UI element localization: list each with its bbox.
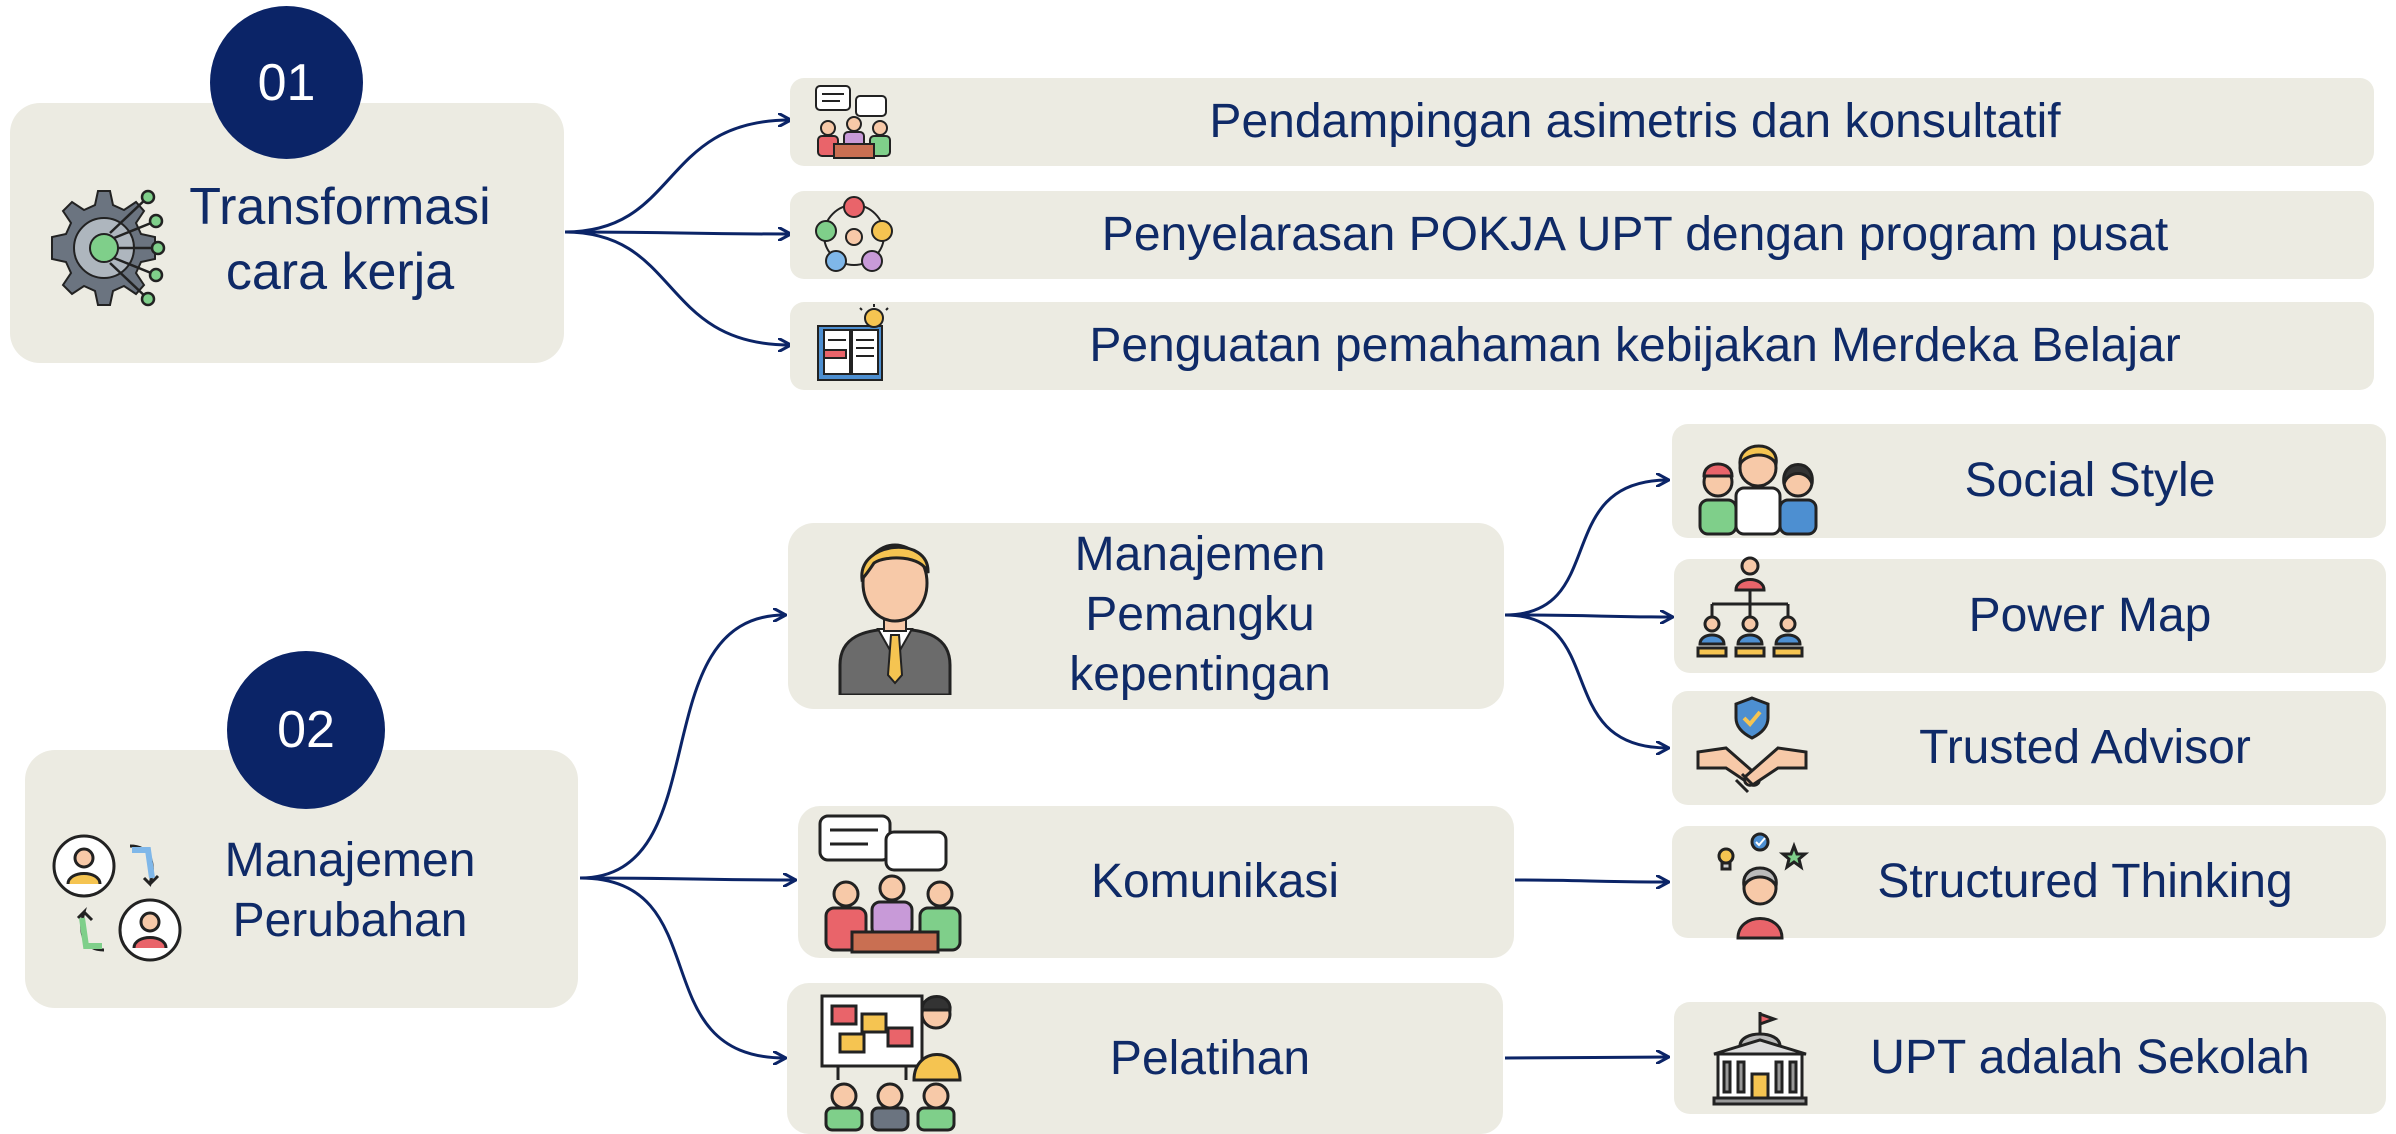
businessman-icon xyxy=(838,543,952,695)
section1-title-line1: Transformasi xyxy=(189,178,491,236)
s1-item2-label: Penyelarasan POKJA UPT dengan program pu… xyxy=(1101,208,2169,261)
book-idea-icon xyxy=(817,304,889,381)
s1-item1-box xyxy=(790,78,2374,166)
link-stakeholder-power xyxy=(1504,615,1672,617)
link-s1-item3 xyxy=(564,230,790,345)
section2-title: Manajemen Perubahan xyxy=(200,826,500,956)
link-komunikasi-structured xyxy=(1514,880,1668,882)
stakeholder-label: Manajemen Pemangku kepentingan xyxy=(960,528,1440,701)
link-s1-item2 xyxy=(564,232,790,234)
training-presentation-icon xyxy=(820,994,962,1132)
stakeholder-label-line2: kepentingan xyxy=(1069,648,1331,701)
social-style-label: Social Style xyxy=(1964,454,2216,507)
section2-title-line2: Perubahan xyxy=(232,894,468,947)
komunikasi-label: Komunikasi xyxy=(1090,855,1340,908)
link-s1-item1 xyxy=(564,120,790,234)
section1-number-badge: 01 xyxy=(210,6,363,159)
structured-thinking-label: Structured Thinking xyxy=(1877,855,2293,908)
link-s2-pelatihan xyxy=(579,876,785,1058)
trusted-advisor-box xyxy=(1672,691,2386,805)
s1-item3-label: Penguatan pemahaman kebijakan Merdeka Be… xyxy=(1089,319,2181,372)
hierarchy-org-icon xyxy=(1696,556,1804,658)
discussion-icon xyxy=(815,85,891,159)
s1-item2-box xyxy=(790,191,2374,279)
section1-title: Transformasi cara kerja xyxy=(180,175,500,305)
link-pelatihan-upt xyxy=(1504,1057,1668,1058)
link-s2-komunikasi xyxy=(579,878,795,880)
thinking-person-icon xyxy=(1717,832,1810,940)
school-building-icon xyxy=(1712,1011,1808,1106)
section1-title-line2: cara kerja xyxy=(225,243,455,301)
gear-network-icon xyxy=(51,189,166,307)
stakeholder-label-line1: Manajemen Pemangku xyxy=(1074,528,1326,641)
link-stakeholder-social xyxy=(1504,480,1668,617)
structured-thinking-box xyxy=(1672,826,2386,938)
upt-sekolah-label: UPT adalah Sekolah xyxy=(1870,1031,2310,1084)
section2-number-badge: 02 xyxy=(227,651,385,809)
pelatihan-label: Pelatihan xyxy=(1109,1031,1311,1085)
section2-number: 02 xyxy=(277,701,335,759)
s1-item1-label: Pendampingan asimetris dan konsultatif xyxy=(1209,95,2061,148)
power-map-label: Power Map xyxy=(1968,589,2212,642)
s1-item3-box xyxy=(790,302,2374,390)
meeting-chat-icon xyxy=(818,814,962,954)
link-stakeholder-trusted xyxy=(1504,613,1668,748)
section2-title-line1: Manajemen xyxy=(224,834,476,887)
user-swap-icon xyxy=(52,834,182,962)
handshake-shield-icon xyxy=(1696,696,1808,794)
link-s2-stakeholder xyxy=(579,615,785,880)
team-people-icon xyxy=(1698,444,1818,536)
trusted-advisor-label: Trusted Advisor xyxy=(1919,721,2251,774)
network-people-icon xyxy=(815,196,893,272)
section1-number: 01 xyxy=(257,53,316,112)
